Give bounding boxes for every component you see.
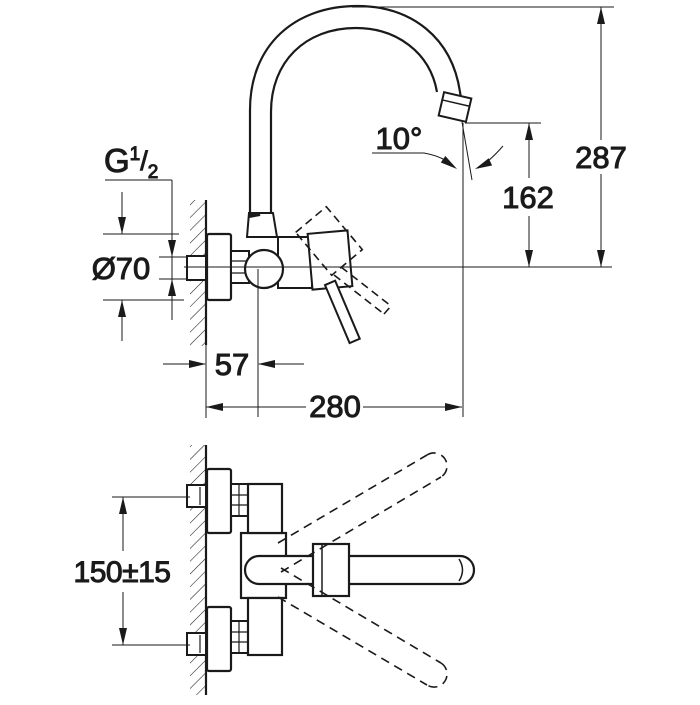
plan-view: 150±15 — [73, 445, 476, 695]
wall-section-plan — [190, 445, 208, 695]
wall-to-axis-label: 57 — [215, 347, 249, 382]
riser-collar — [245, 212, 279, 238]
wall-section — [190, 200, 208, 418]
flange-diameter-label: Ø70 — [92, 251, 151, 286]
dim-thread-g12 — [105, 179, 188, 320]
faucet-body-plan — [239, 482, 288, 657]
outlet-height-label: 162 — [502, 180, 554, 215]
spout-swivel-range — [277, 452, 448, 688]
overall-height-label: 287 — [575, 140, 627, 175]
supply-distance-label: 150±15 — [74, 556, 171, 589]
cartridge-housing — [306, 229, 354, 291]
dim-outlet-angle — [372, 121, 504, 417]
swivel-spout — [259, 542, 476, 598]
thread-size-label: G1/2 — [104, 142, 158, 183]
side-elevation-view: G1/2 Ø70 57 280 10° 162 287 — [91, 4, 627, 425]
spout-reach-label: 280 — [309, 389, 361, 424]
dim-spout-reach — [206, 403, 462, 411]
supply-connection-2 — [186, 605, 249, 673]
spout-outlet — [437, 90, 473, 124]
dim-overall-height — [352, 6, 614, 267]
gooseneck-spout — [248, 4, 463, 214]
dim-wall-to-axis — [163, 360, 304, 368]
outlet-angle-label: 10° — [376, 121, 423, 156]
dim-flange-diameter — [103, 192, 184, 341]
concealed-fitting — [186, 255, 207, 281]
supply-connection-1 — [186, 467, 249, 535]
wall-hatch — [190, 445, 206, 695]
dim-outlet-height — [465, 122, 541, 267]
ball-joint — [243, 248, 285, 290]
handle-lever — [323, 279, 362, 345]
dim-supply-distance — [112, 496, 190, 646]
handle-open-position — [294, 205, 392, 315]
spout-union-nut — [311, 542, 351, 598]
